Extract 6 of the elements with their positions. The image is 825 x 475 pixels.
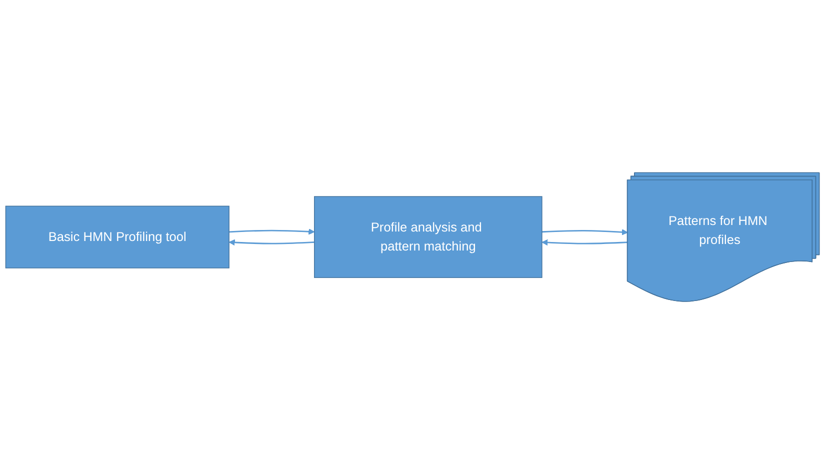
arrow [228, 240, 314, 246]
arrow [229, 228, 315, 236]
arrow [542, 229, 628, 236]
node-box: Profile analysis and pattern matching [314, 196, 542, 278]
node-box: Basic HMN Profiling tool [5, 206, 230, 269]
arrow [542, 240, 628, 246]
